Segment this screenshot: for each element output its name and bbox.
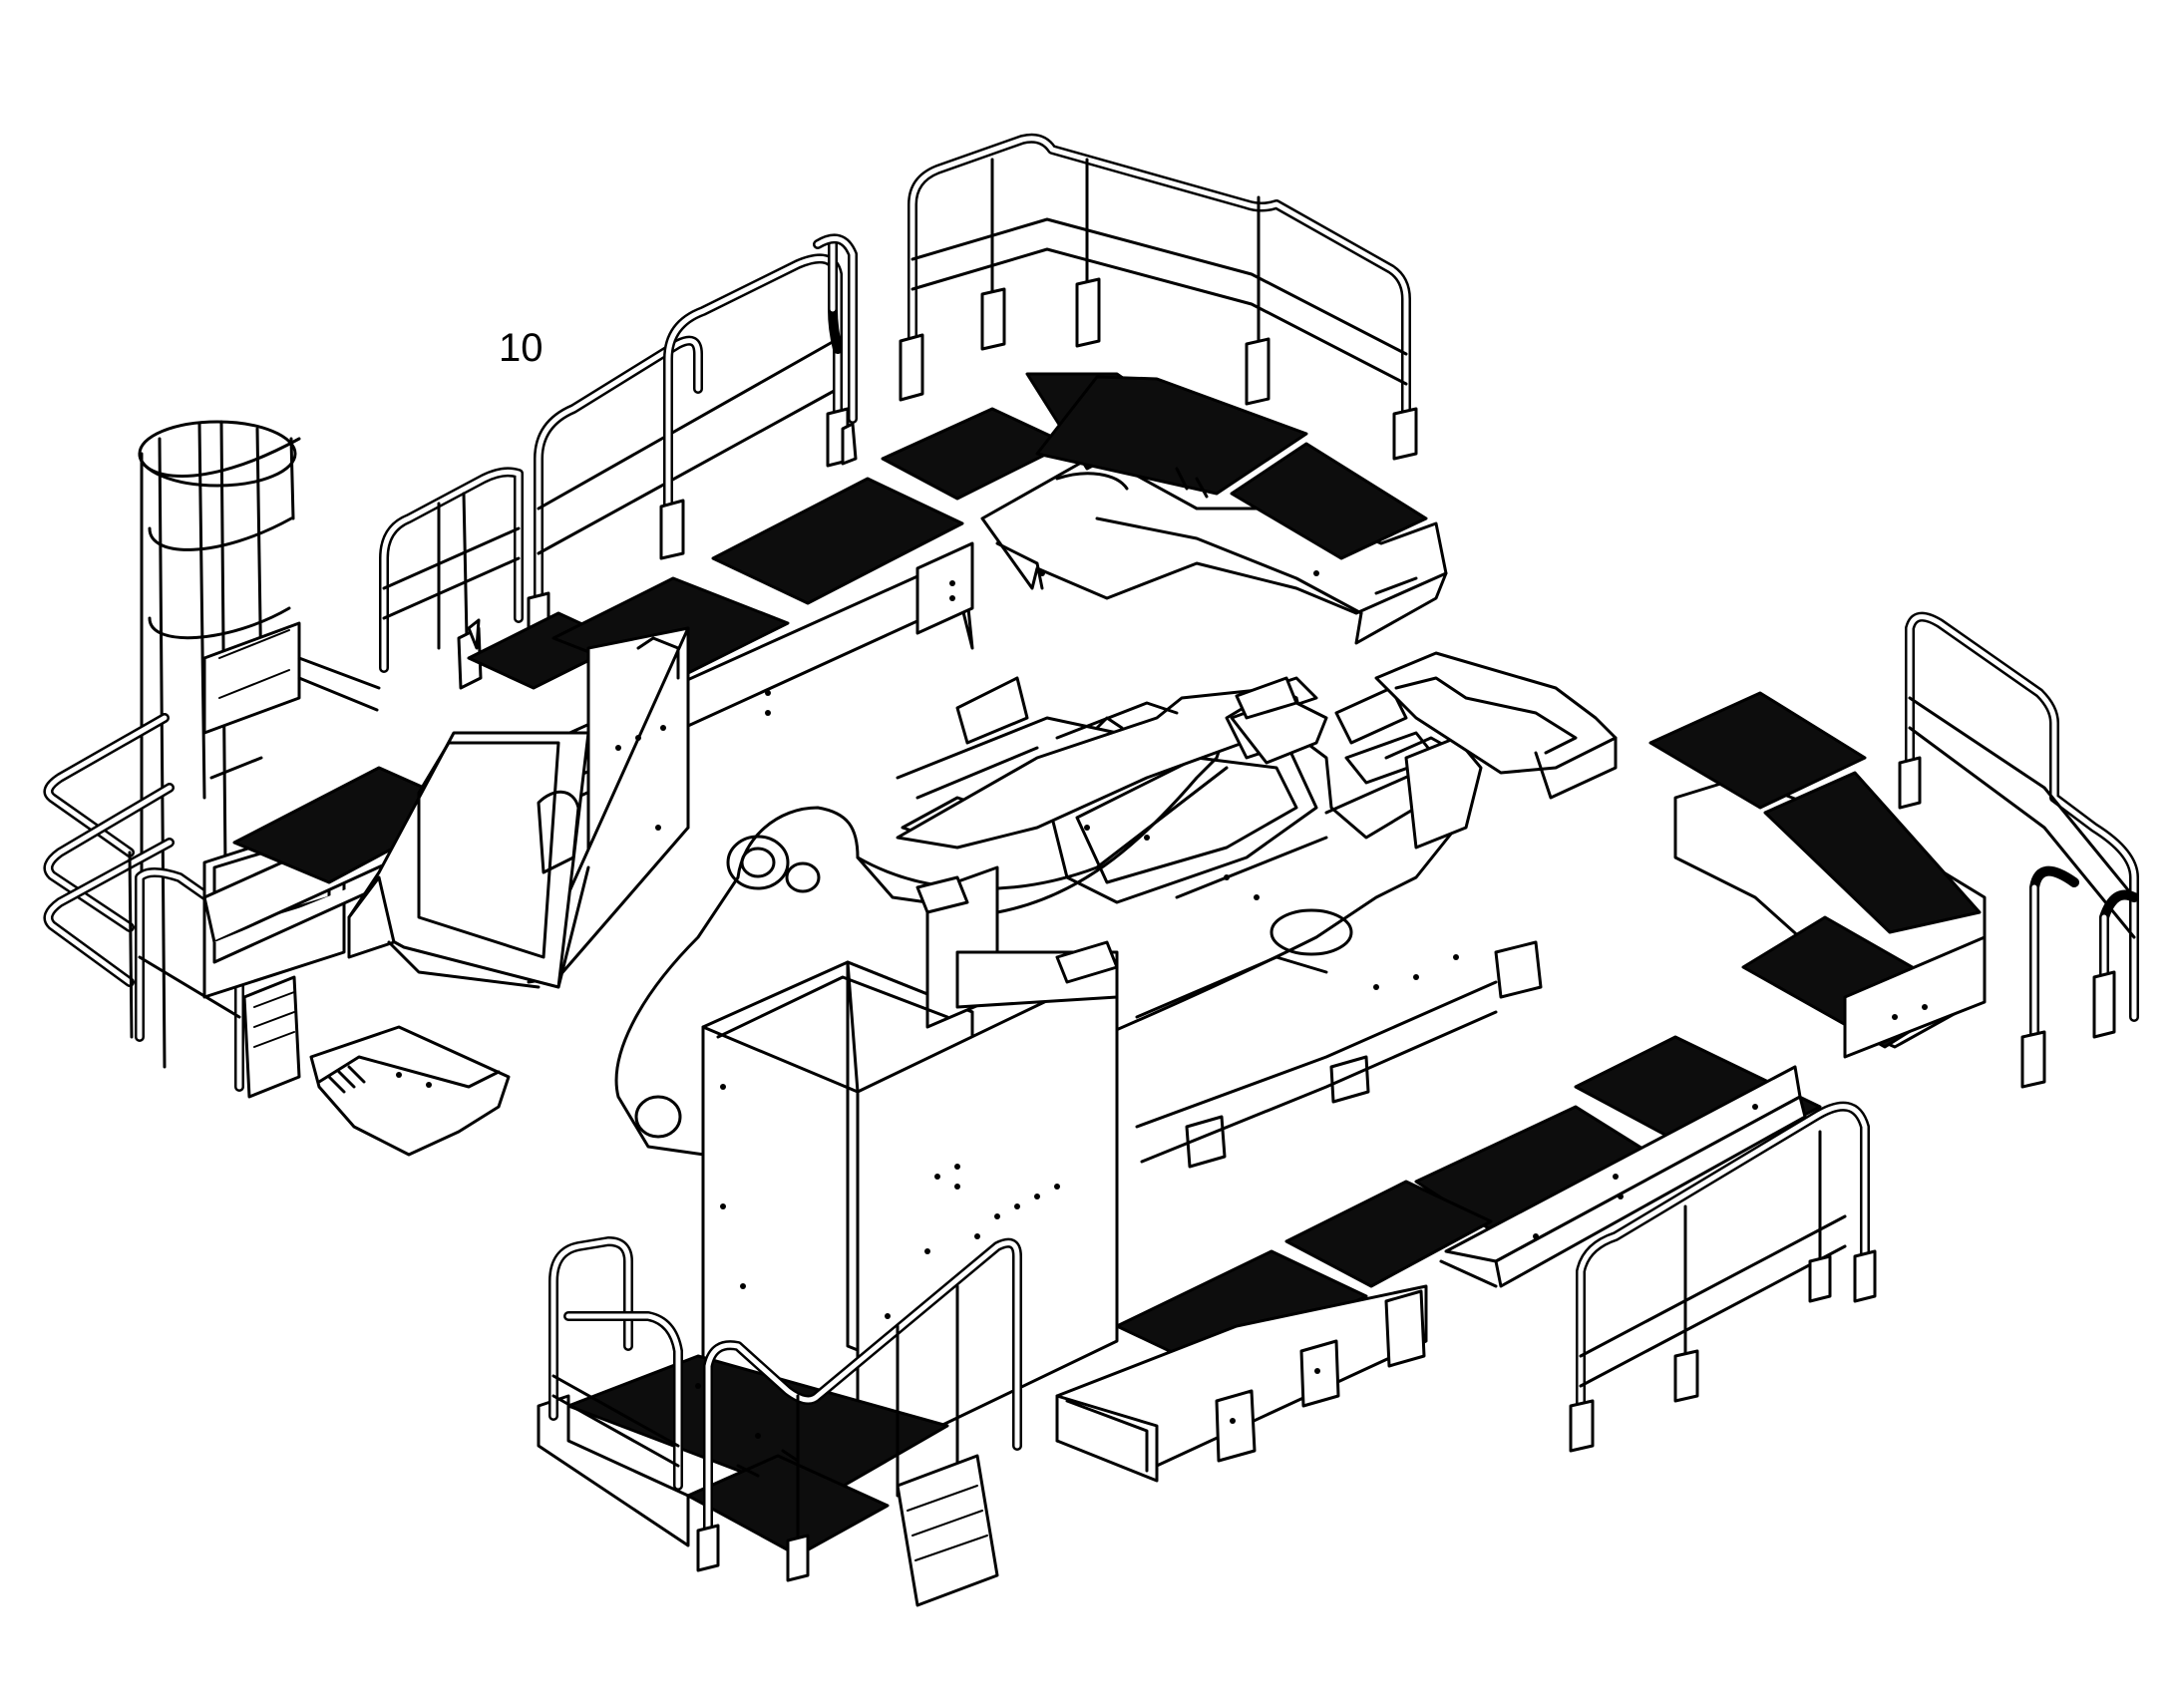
right-handrail-tall bbox=[1898, 611, 2139, 1089]
seat-cabin-frame bbox=[347, 626, 690, 989]
callout-label-10: 10 bbox=[499, 326, 544, 370]
entry-gate-handrail bbox=[379, 233, 858, 690]
front-handrail bbox=[1569, 1101, 1877, 1453]
step-bracket-lower-left bbox=[309, 1025, 511, 1157]
curved-walkway bbox=[980, 372, 1448, 645]
floor-mat bbox=[566, 1354, 949, 1503]
right-walkway bbox=[1115, 691, 1987, 1373]
floor-mat bbox=[1284, 1180, 1493, 1288]
floor-mat bbox=[1763, 771, 1982, 934]
left-platform-handrail bbox=[43, 713, 346, 1099]
upper-frame-section bbox=[896, 676, 1483, 850]
bottom-platform-handrail bbox=[537, 1236, 1022, 1607]
front-walkway-lower bbox=[1055, 1284, 1428, 1483]
rear-handrail bbox=[899, 133, 1418, 461]
floor-mat bbox=[1230, 442, 1428, 560]
floor-mat bbox=[711, 477, 964, 605]
top-right-tray bbox=[1374, 651, 1618, 800]
tall-column-box bbox=[701, 865, 1119, 1468]
floor-mat bbox=[1648, 691, 1867, 810]
